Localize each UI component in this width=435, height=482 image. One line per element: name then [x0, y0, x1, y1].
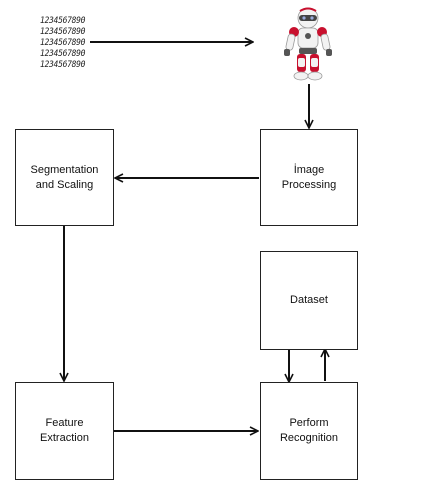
dataset-box: Dataset — [260, 251, 358, 350]
segmentation-box: Segmentation and Scaling — [15, 129, 114, 226]
feature-extraction-box: Feature Extraction — [15, 382, 114, 480]
digit-line: 1234567890 — [40, 48, 86, 59]
digit-line: 1234567890 — [40, 26, 86, 37]
digit-line: 1234567890 — [40, 15, 86, 26]
digit-line: 1234567890 — [40, 59, 86, 70]
image-processing-label: İmage Processing — [281, 163, 337, 191]
perform-recognition-box: Perform Recognition — [260, 382, 358, 480]
dataset-label: Dataset — [290, 294, 328, 306]
image-processing-box: İmage Processing — [260, 129, 358, 226]
handwritten-digits-image: 1234567890 1234567890 1234567890 1234567… — [40, 14, 96, 69]
perform-recognition-label: Perform Recognition — [279, 417, 339, 444]
digit-line: 1234567890 — [40, 37, 86, 48]
segmentation-label: Segmentation and Scaling — [30, 163, 99, 191]
feature-extraction-label: Feature Extraction — [40, 417, 89, 444]
humanoid-robot-icon — [284, 7, 332, 81]
